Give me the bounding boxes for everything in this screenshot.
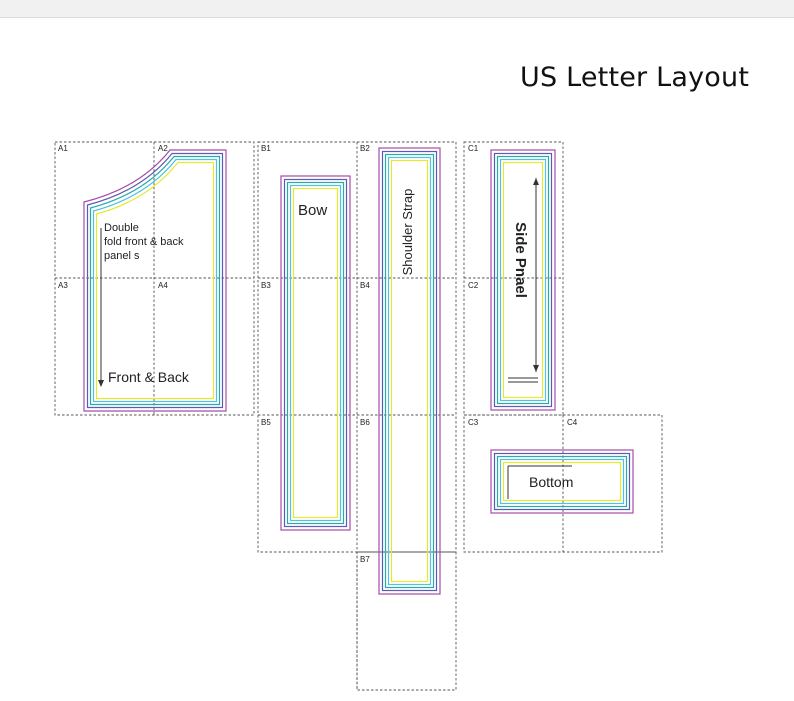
tile-label-b5: B5: [261, 418, 271, 427]
label-shoulder-strap: Shoulder Strap: [400, 189, 415, 276]
tile-label-b1: B1: [261, 144, 271, 153]
piece-shoulder-strap: [378, 147, 441, 595]
tile-label-a3: A3: [58, 281, 68, 290]
label-bow: Bow: [298, 202, 327, 219]
piece-side-panel: [490, 149, 556, 411]
tile-label-a4: A4: [158, 281, 168, 290]
tile-a-group: [54, 141, 255, 416]
piece-bottom: [490, 449, 634, 514]
note-front-back-line3: panel s: [104, 250, 140, 262]
tile-label-b4: B4: [360, 281, 370, 290]
page-title: US Letter Layout: [520, 62, 750, 93]
tile-label-b2: B2: [360, 144, 370, 153]
tile-labels: A1 A2 A3 A4 B1 B2 B3 B4 B5 B6 B7 C1 C2 C…: [58, 144, 578, 564]
tile-label-b7: B7: [360, 555, 370, 564]
note-front-back-line2: fold front & back: [104, 236, 184, 248]
top-toolbar: [0, 0, 794, 18]
note-front-back-line1: Double: [104, 222, 139, 234]
tile-label-c4: C4: [567, 418, 578, 427]
tile-b7: [356, 551, 457, 691]
tile-grid: [54, 141, 663, 691]
tile-label-c2: C2: [468, 281, 479, 290]
tile-label-c3: C3: [468, 418, 479, 427]
label-front-back: Front & Back: [108, 369, 190, 385]
tile-c-upper: [463, 141, 564, 416]
tile-label-a2: A2: [158, 144, 168, 153]
piece-bow: [280, 175, 351, 531]
piece-front-back: [83, 149, 227, 412]
tile-label-a1: A1: [58, 144, 68, 153]
tile-label-b3: B3: [261, 281, 271, 290]
tile-label-b6: B6: [360, 418, 370, 427]
tile-label-c1: C1: [468, 144, 479, 153]
label-side-panel: Side Pnael: [512, 222, 529, 298]
label-bottom: Bottom: [529, 474, 573, 490]
